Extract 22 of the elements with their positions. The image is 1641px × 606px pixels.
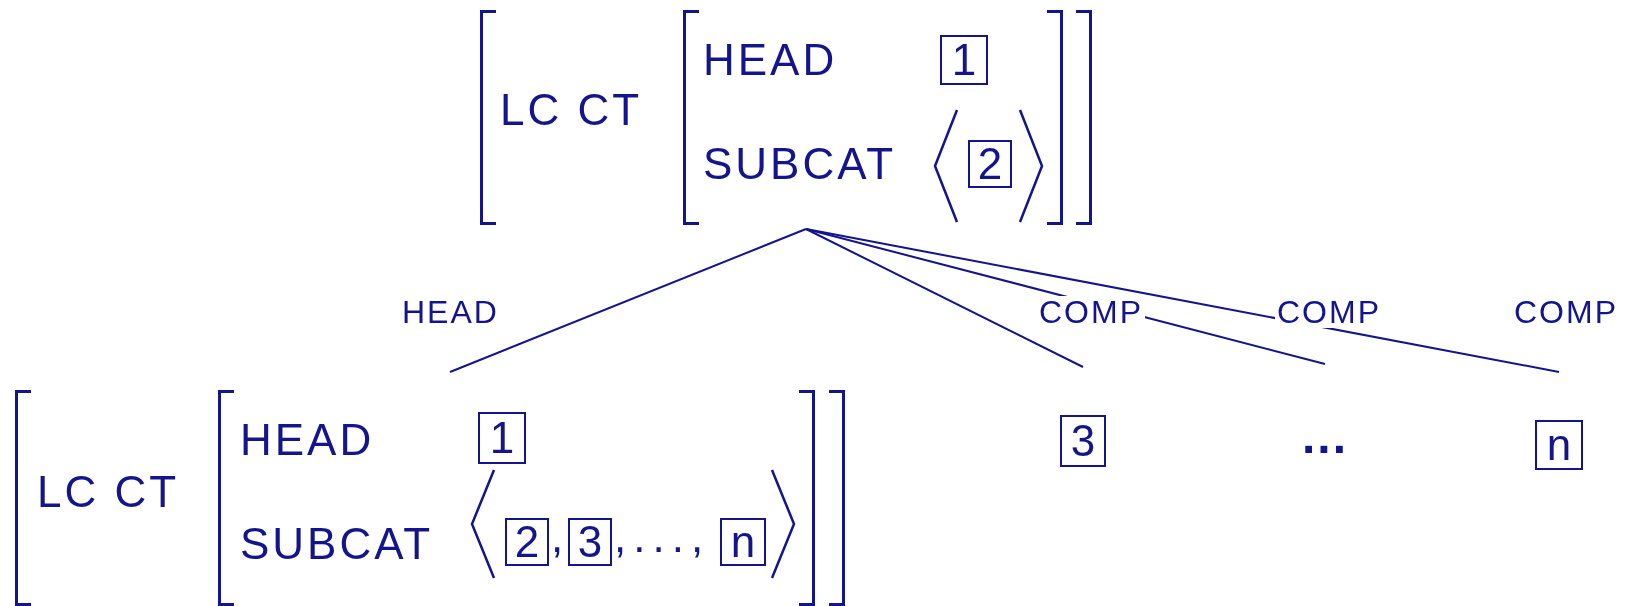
boxed-tag: 1 xyxy=(478,412,526,464)
attribute-value-matrix xyxy=(15,390,845,606)
ellipsis: ... xyxy=(1290,412,1360,462)
tree-branch xyxy=(805,228,1560,373)
boxed-tag: 2 xyxy=(968,140,1012,188)
feature-name: HEAD xyxy=(703,38,838,82)
tree-branch xyxy=(449,228,807,373)
attribute-value-matrix xyxy=(218,390,815,606)
category-label: LC CT xyxy=(37,470,180,514)
boxed-tag: n xyxy=(1535,420,1583,470)
boxed-tag: 3 xyxy=(1060,415,1106,467)
feature-name: SUBCAT xyxy=(703,142,897,186)
boxed-tag: n xyxy=(720,518,766,566)
tree-branch xyxy=(805,228,1084,368)
boxed-tag: 2 xyxy=(505,518,549,566)
boxed-tag: 1 xyxy=(940,35,988,85)
list-separator: , xyxy=(551,515,571,559)
feature-name: SUBCAT xyxy=(240,522,434,566)
list-separator: ,..., xyxy=(614,515,711,559)
category-label: LC CT xyxy=(500,88,643,132)
feature-name: HEAD xyxy=(240,418,375,462)
boxed-tag: 3 xyxy=(568,518,612,566)
